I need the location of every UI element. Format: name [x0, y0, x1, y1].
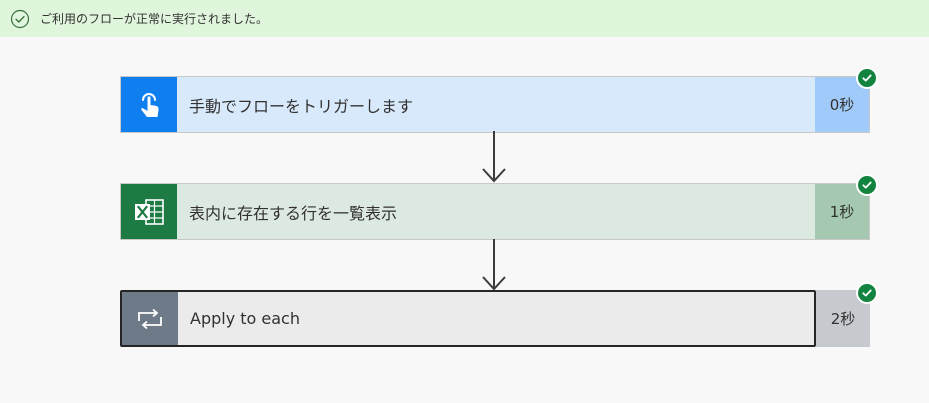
success-check-icon: [856, 67, 878, 89]
loop-icon: [122, 292, 178, 345]
success-check-icon: [856, 174, 878, 196]
arrow-down-icon: [479, 131, 509, 183]
step-title: Apply to each: [178, 292, 814, 345]
step-title: 表内に存在する行を一覧表示: [177, 184, 815, 239]
step-title: 手動でフローをトリガーします: [177, 77, 815, 132]
flow-step-list-rows[interactable]: 表内に存在する行を一覧表示 1秒: [120, 183, 870, 240]
step-card-selected[interactable]: Apply to each: [120, 290, 816, 347]
check-circle-icon: [10, 9, 30, 29]
success-check-icon: [856, 282, 878, 304]
excel-icon: [121, 184, 177, 239]
flow-step-manual-trigger[interactable]: 手動でフローをトリガーします 0秒: [120, 76, 870, 133]
success-message: ご利用のフローが正常に実行されました。: [40, 12, 269, 26]
success-banner: ご利用のフローが正常に実行されました。: [0, 0, 929, 37]
flow-step-apply-to-each[interactable]: Apply to each 2秒: [120, 290, 870, 347]
touch-hand-icon: [121, 77, 177, 132]
arrow-down-icon: [479, 239, 509, 291]
